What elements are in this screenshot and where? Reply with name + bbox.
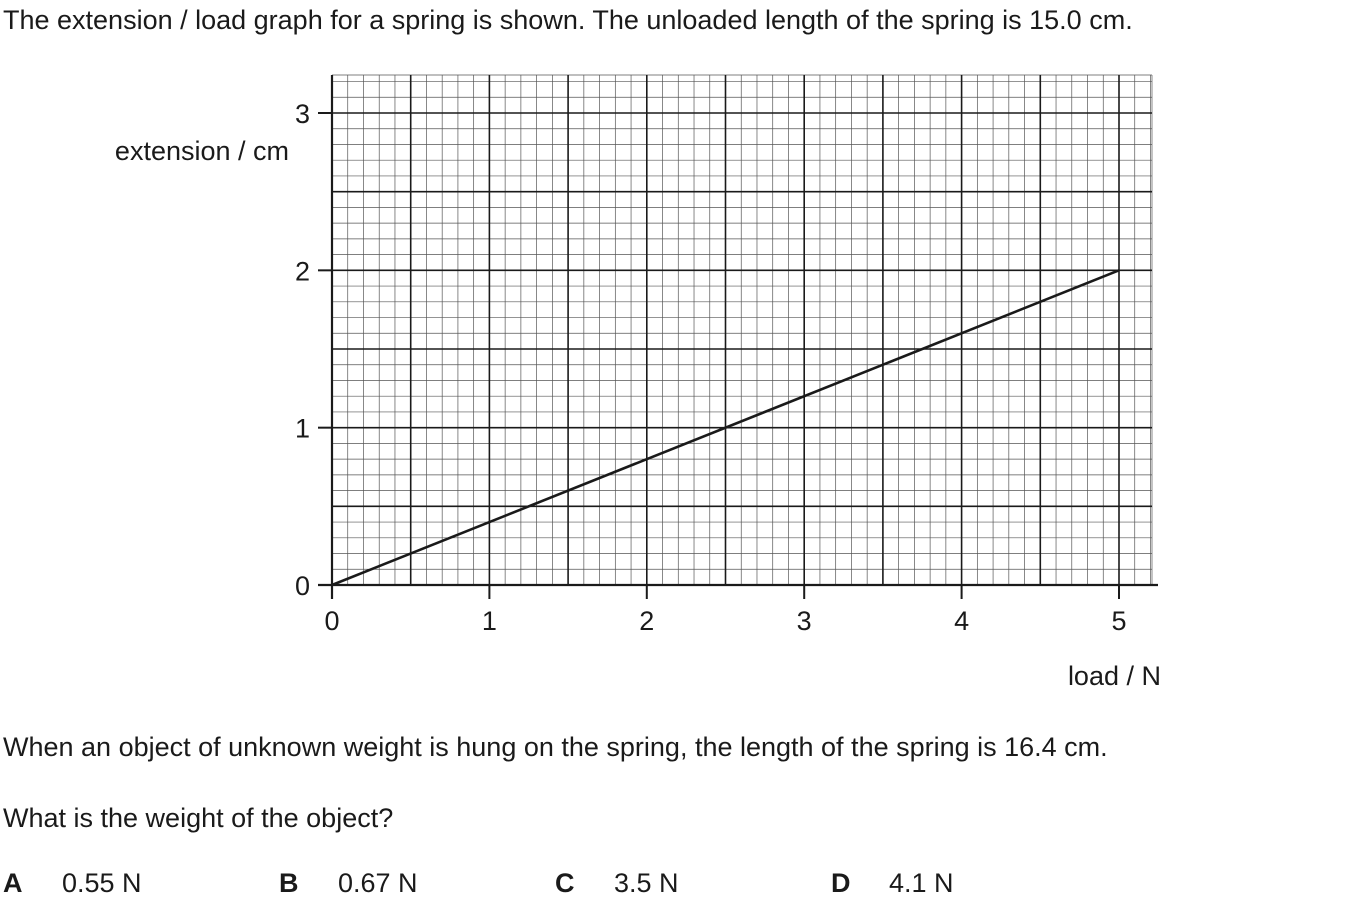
x-tick-label: 4 [954, 606, 969, 636]
question-prompt: What is the weight of the object? [3, 803, 394, 833]
x-tick-label: 0 [324, 606, 339, 636]
y-tick-label: 0 [295, 571, 310, 601]
y-tick-label: 1 [295, 414, 310, 444]
y-tick-label: 2 [295, 256, 310, 286]
option-c-value[interactable]: 3.5 N [614, 868, 679, 898]
grid-minor-lines [332, 74, 1153, 585]
option-a-letter[interactable]: A [3, 868, 23, 898]
grid-major-lines [332, 75, 1152, 585]
option-a-value[interactable]: 0.55 N [62, 868, 142, 898]
option-d-letter[interactable]: D [831, 868, 851, 898]
option-d-value[interactable]: 4.1 N [889, 868, 954, 898]
option-b-value[interactable]: 0.67 N [338, 868, 418, 898]
x-tick-label: 5 [1111, 606, 1126, 636]
chart-axes [318, 75, 1158, 599]
option-c-letter[interactable]: C [555, 868, 575, 898]
axis-ticks: 0 1 2 3 4 5 0 1 2 3 [295, 99, 1127, 636]
x-tick-label: 3 [797, 606, 812, 636]
x-tick-label: 2 [639, 606, 654, 636]
y-tick-label: 3 [295, 99, 310, 129]
y-axis-label: extension / cm [115, 136, 289, 166]
axis-labels: extension / cm load / N [115, 136, 1161, 691]
data-series [331, 269, 1120, 587]
x-tick-label: 1 [482, 606, 497, 636]
option-b-letter[interactable]: B [279, 868, 299, 898]
question-intro: The extension / load graph for a spring … [3, 5, 1133, 35]
extension-load-chart: 0 1 2 3 4 5 0 1 2 3 extension / cm load / N [115, 74, 1161, 691]
x-axis-label: load / N [1068, 661, 1161, 691]
extension-load-line [331, 269, 1120, 587]
question-followup: When an object of unknown weight is hung… [3, 732, 1108, 762]
